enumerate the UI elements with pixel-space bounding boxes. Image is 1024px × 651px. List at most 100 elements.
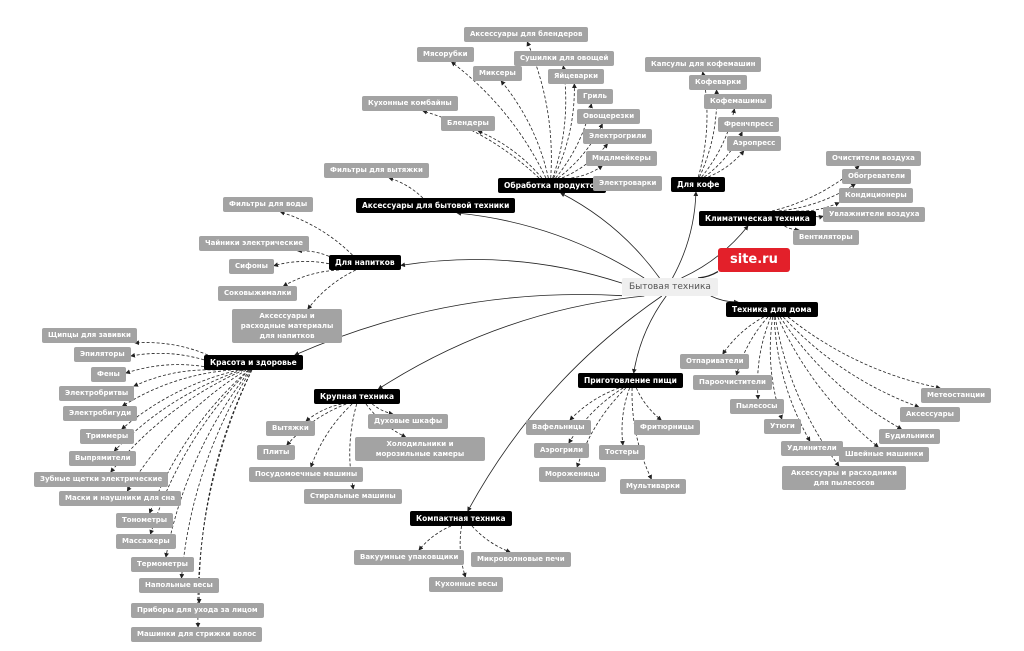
leaf-node-g5[interactable]: Мороженицы — [539, 467, 606, 482]
leaf-node-h4[interactable]: Пароочистители — [693, 375, 772, 390]
leaf-node-l3[interactable]: Плиты — [257, 445, 296, 460]
leaf-node-d3[interactable]: Сифоны — [229, 259, 274, 274]
leaf-node-k4[interactable]: Увлажнители воздуха — [823, 207, 926, 222]
leaf-node-p11[interactable]: Мидлмейкеры — [586, 151, 657, 166]
leaf-node-b5[interactable]: Электробигуди — [63, 406, 138, 421]
leaf-node-l6[interactable]: Стиральные машины — [304, 489, 402, 504]
leaf-link-g2 — [635, 387, 662, 421]
leaf-node-p1[interactable]: Аксессуары для блендеров — [464, 27, 589, 42]
leaf-node-c3[interactable]: Кофемашины — [704, 94, 773, 109]
leaf-node-g4[interactable]: Тостеры — [599, 445, 645, 460]
category-node-large[interactable]: Крупная техника — [314, 389, 401, 404]
leaf-link-p1 — [526, 41, 552, 179]
category-node-cooking[interactable]: Приготовление пищи — [578, 373, 683, 388]
leaf-node-b3[interactable]: Фены — [91, 367, 126, 382]
leaf-node-p5[interactable]: Яйцеварки — [548, 69, 605, 84]
leaf-node-d4[interactable]: Соковыжималки — [218, 286, 298, 301]
leaf-node-m3[interactable]: Кухонные весы — [429, 577, 504, 592]
leaf-link-l2 — [372, 403, 394, 416]
leaf-node-b11[interactable]: Массажеры — [116, 534, 176, 549]
leaf-link-h10 — [774, 316, 840, 467]
leaf-link-l5 — [309, 403, 353, 468]
category-node-home[interactable]: Техника для дома — [726, 302, 818, 317]
leaf-link-h8 — [777, 316, 879, 448]
leaf-node-d2[interactable]: Чайники электрические — [199, 236, 309, 251]
root-node[interactable]: Бытовая техника — [622, 278, 718, 296]
leaf-link-d1 — [279, 210, 353, 256]
leaf-node-l2[interactable]: Духовые шкафы — [368, 414, 449, 429]
leaf-node-p6[interactable]: Кухонные комбайны — [362, 96, 458, 111]
leaf-node-h3[interactable]: Аксессуары — [900, 407, 960, 422]
leaf-link-l3 — [286, 403, 347, 446]
leaf-node-a1[interactable]: Фильтры для вытяжки — [324, 163, 429, 178]
root-link-climate — [681, 225, 749, 279]
leaf-node-b1[interactable]: Щипцы для завивки — [42, 328, 137, 343]
leaf-node-k1[interactable]: Очистители воздуха — [826, 151, 921, 166]
leaf-node-g6[interactable]: Мультиварки — [620, 479, 686, 494]
leaf-node-b14[interactable]: Приборы для ухода за лицом — [131, 603, 264, 618]
leaf-node-c1[interactable]: Капсулы для кофемашин — [645, 57, 762, 72]
leaf-node-b10[interactable]: Тонометры — [116, 513, 174, 528]
leaf-link-p10 — [561, 143, 608, 179]
root-link-cooking — [631, 295, 667, 374]
category-node-accessories[interactable]: Аксессуары для бытовой техники — [356, 198, 516, 213]
leaf-node-c2[interactable]: Кофеварки — [689, 75, 748, 90]
leaf-node-h10[interactable]: Аксессуары и расходники для пылесосов — [782, 466, 906, 490]
leaf-node-p10[interactable]: Электрогрили — [583, 129, 653, 144]
leaf-node-b2[interactable]: Эпиляторы — [74, 347, 131, 362]
leaf-node-p3[interactable]: Сушилки для овощей — [514, 51, 615, 66]
leaf-node-g3[interactable]: Аэрогрили — [534, 443, 589, 458]
leaf-node-p9[interactable]: Овощерезки — [577, 109, 641, 124]
leaf-link-d5 — [307, 269, 356, 310]
leaf-link-d3 — [273, 261, 330, 267]
leaf-node-h1[interactable]: Метеостанции — [921, 388, 992, 403]
leaf-node-c5[interactable]: Аэропресс — [727, 136, 782, 151]
leaf-node-k2[interactable]: Обогреватели — [842, 169, 912, 184]
leaf-node-h9[interactable]: Удлинители — [781, 441, 843, 456]
leaf-node-h8[interactable]: Швейные машинки — [839, 447, 930, 462]
category-node-processing[interactable]: Обработка продуктов — [498, 178, 606, 193]
leaf-node-l1[interactable]: Вытяжки — [266, 421, 315, 436]
leaf-node-b15[interactable]: Машинки для стрижки волос — [131, 627, 263, 642]
category-node-climate[interactable]: Климатическая техника — [699, 211, 816, 226]
category-node-compact[interactable]: Компактная техника — [410, 511, 512, 526]
leaf-node-h5[interactable]: Будильники — [879, 429, 941, 444]
category-node-beauty[interactable]: Красота и здоровье — [204, 355, 303, 370]
leaf-node-p4[interactable]: Миксеры — [473, 66, 522, 81]
leaf-node-m1[interactable]: Вакуумные упаковщики — [354, 550, 465, 565]
leaf-node-m2[interactable]: Микроволновые печи — [471, 552, 571, 567]
leaf-node-b4[interactable]: Электробритвы — [59, 386, 135, 401]
leaf-node-p8[interactable]: Блендеры — [441, 116, 495, 131]
leaf-node-b8[interactable]: Зубные щетки электрические — [34, 472, 169, 487]
leaf-node-b12[interactable]: Термометры — [131, 557, 194, 572]
leaf-node-p12[interactable]: Электроварки — [593, 176, 663, 191]
leaf-node-l5[interactable]: Посудомоечные машины — [249, 467, 364, 482]
leaf-node-g2[interactable]: Фритюрницы — [634, 420, 700, 435]
leaf-node-k3[interactable]: Кондиционеры — [839, 188, 913, 203]
leaf-node-g1[interactable]: Вафельницы — [526, 420, 591, 435]
leaf-node-c4[interactable]: Френчпресс — [718, 117, 780, 132]
leaf-link-h5 — [779, 316, 903, 430]
category-node-coffee[interactable]: Для кофе — [671, 177, 726, 192]
leaf-node-p2[interactable]: Мясорубки — [417, 47, 474, 62]
leaf-link-m2 — [471, 525, 511, 553]
leaf-node-b6[interactable]: Триммеры — [80, 429, 135, 444]
leaf-link-p11 — [571, 165, 603, 179]
leaf-node-b9[interactable]: Маски и наушники для сна — [59, 491, 182, 506]
root-link-accessories — [456, 211, 645, 279]
category-node-drinks[interactable]: Для напитков — [329, 255, 401, 270]
leaf-node-d5[interactable]: Аксессуары и расходные материалы для нап… — [232, 309, 342, 343]
leaf-node-k5[interactable]: Вентиляторы — [793, 230, 859, 245]
leaf-link-b7 — [113, 369, 242, 452]
leaf-node-b7[interactable]: Выпрямители — [69, 451, 137, 466]
leaf-node-h6[interactable]: Пылесосы — [730, 399, 784, 414]
leaf-node-h7[interactable]: Утюги — [764, 419, 801, 434]
leaf-node-l4[interactable]: Холодильники и морозильные камеры — [355, 437, 485, 461]
leaf-node-b13[interactable]: Напольные весы — [139, 578, 219, 593]
leaf-link-a1 — [388, 176, 424, 199]
leaf-node-d1[interactable]: Фильтры для воды — [223, 197, 314, 212]
leaf-node-h2[interactable]: Отпариватели — [680, 354, 750, 369]
leaf-link-c5 — [708, 150, 745, 178]
leaf-link-k5 — [784, 225, 800, 233]
leaf-node-p7[interactable]: Гриль — [577, 89, 613, 104]
